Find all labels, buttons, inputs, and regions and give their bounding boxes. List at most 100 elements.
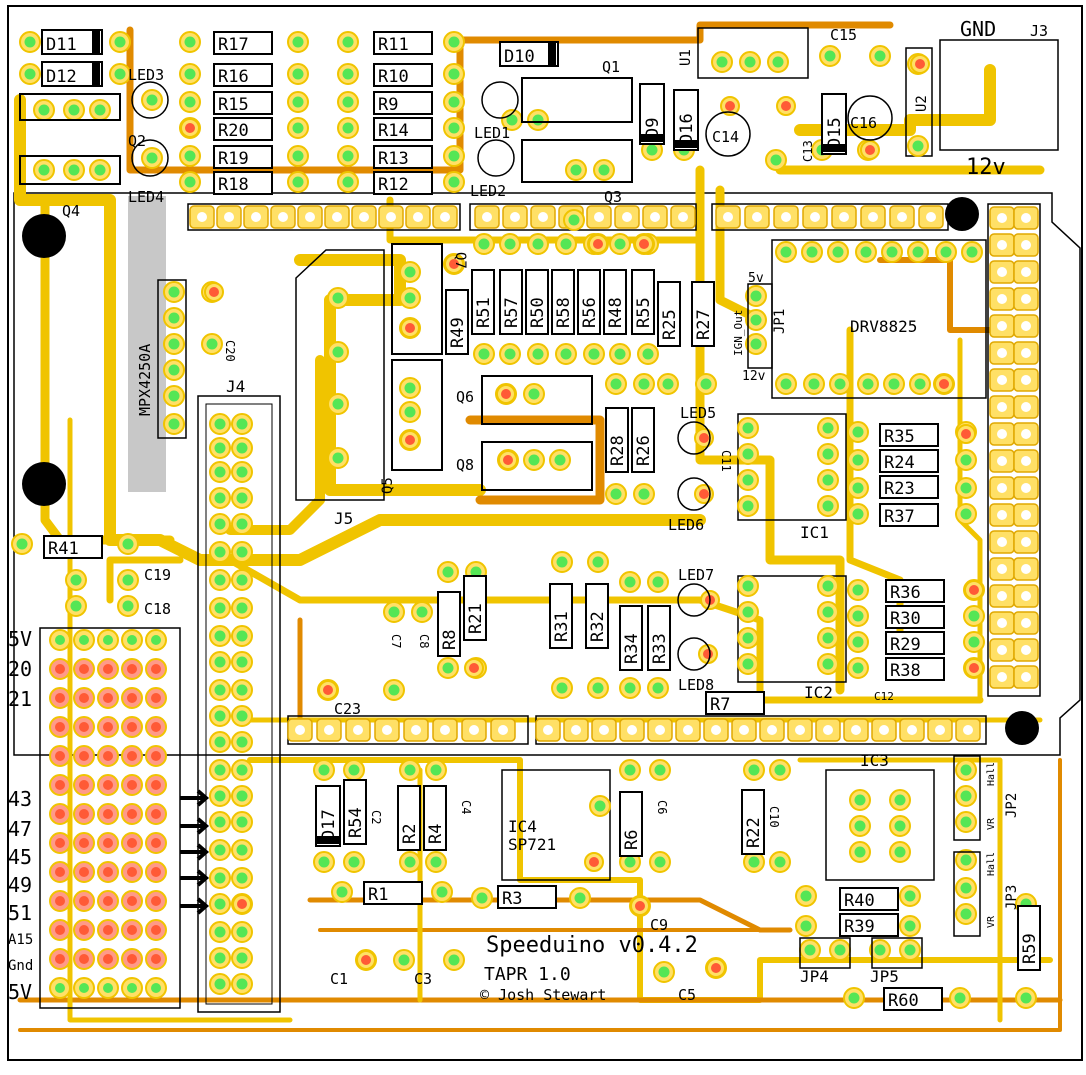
- pad: [231, 973, 253, 995]
- grid-pad-center: [127, 780, 137, 790]
- header-pin: [989, 260, 1015, 284]
- pad: [209, 921, 231, 943]
- pad: [209, 893, 231, 915]
- pad: [117, 569, 139, 591]
- jumper-outline: [953, 755, 981, 841]
- resistor-r55: R55: [631, 269, 655, 335]
- resistor-r39-label: R39: [844, 917, 875, 937]
- pad: [399, 401, 421, 423]
- resistor-r19-label: R19: [218, 149, 249, 169]
- header-pin: [530, 205, 556, 229]
- pad: [609, 233, 631, 255]
- pad: [847, 503, 869, 525]
- grid-pad-center: [79, 693, 89, 703]
- pad: [209, 541, 231, 563]
- header-pin: [297, 205, 323, 229]
- pad: [869, 45, 891, 67]
- header-pin: [474, 205, 500, 229]
- pad: [817, 443, 839, 465]
- resistor-r7-label: R7: [710, 695, 730, 715]
- pad: [109, 63, 131, 85]
- transistor-q8-label: Q8: [456, 456, 474, 474]
- resistor-r6-label: R6: [622, 830, 642, 850]
- diode-d12-label: D12: [46, 67, 77, 87]
- breakout-grid: [49, 629, 167, 999]
- pad: [935, 241, 957, 263]
- pad: [209, 731, 231, 753]
- resistor-r38-label: R38: [890, 661, 921, 681]
- pad: [955, 449, 977, 471]
- resistor-r30: R30: [885, 605, 945, 629]
- grid-pad-center: [127, 809, 137, 819]
- grid-pad-center: [79, 780, 89, 790]
- pad: [431, 881, 453, 903]
- pad: [767, 51, 789, 73]
- pad: [649, 851, 671, 873]
- resistor-r23: R23: [879, 475, 939, 499]
- resistor-r25-label: R25: [660, 309, 680, 340]
- header-pin: [989, 476, 1015, 500]
- pad: [745, 309, 767, 331]
- arduino-header-top-left: [187, 203, 461, 231]
- pad: [907, 241, 929, 263]
- capacitor-c7-label: C7: [389, 634, 403, 648]
- resistor-r32: R32: [585, 583, 609, 649]
- header-pin: [989, 584, 1015, 608]
- resistor-r36: R36: [885, 579, 945, 603]
- pad: [19, 31, 41, 53]
- pad: [327, 447, 349, 469]
- pad: [647, 677, 669, 699]
- via: [776, 96, 796, 116]
- via: [706, 958, 726, 978]
- header-pin: [815, 718, 841, 742]
- pad: [817, 575, 839, 597]
- pad: [817, 417, 839, 439]
- header-pin: [787, 718, 813, 742]
- pad: [65, 569, 87, 591]
- resistor-r18-label: R18: [218, 175, 249, 195]
- pad: [799, 939, 821, 961]
- pad: [869, 939, 891, 961]
- transistor-outline: [481, 375, 593, 425]
- resistor-r17-label: R17: [218, 35, 249, 55]
- jp3-hall-label: Hall: [986, 852, 997, 876]
- pad: [955, 849, 977, 871]
- grid-pad-center: [103, 809, 113, 819]
- pad: [909, 373, 931, 395]
- header-pin: [1013, 557, 1039, 581]
- grid-pad-center: [79, 867, 89, 877]
- j4-label: J4: [226, 377, 245, 396]
- via: [964, 658, 984, 678]
- pad: [633, 373, 655, 395]
- pad: [231, 731, 253, 753]
- resistor-r12-label: R12: [378, 175, 409, 195]
- via: [464, 658, 484, 678]
- capacitor-c15-label: C15: [830, 26, 857, 44]
- row-label: 45: [8, 845, 32, 869]
- pad: [899, 939, 921, 961]
- header-pin: [744, 205, 770, 229]
- sp721-label: SP721: [508, 835, 556, 854]
- pad: [209, 785, 231, 807]
- pad: [847, 605, 869, 627]
- pad: [443, 145, 465, 167]
- pad: [769, 851, 791, 873]
- diode-d17: D17: [315, 785, 341, 847]
- mpx4250a-label: MPX4250A: [136, 344, 154, 416]
- header-pin: [1013, 584, 1039, 608]
- grid-pad-center: [103, 983, 113, 993]
- grid-pad-center: [55, 751, 65, 761]
- pad: [231, 597, 253, 619]
- diode-d11: D11: [41, 29, 103, 55]
- header-pin: [1013, 449, 1039, 473]
- pad: [949, 987, 971, 1009]
- pad: [955, 785, 977, 807]
- header-pin: [614, 205, 640, 229]
- jp4-label: JP4: [800, 967, 829, 986]
- pad: [163, 281, 185, 303]
- grid-pad-center: [127, 751, 137, 761]
- pad: [231, 461, 253, 483]
- pad: [201, 333, 223, 355]
- pad: [711, 51, 733, 73]
- grid-pad-center: [151, 896, 161, 906]
